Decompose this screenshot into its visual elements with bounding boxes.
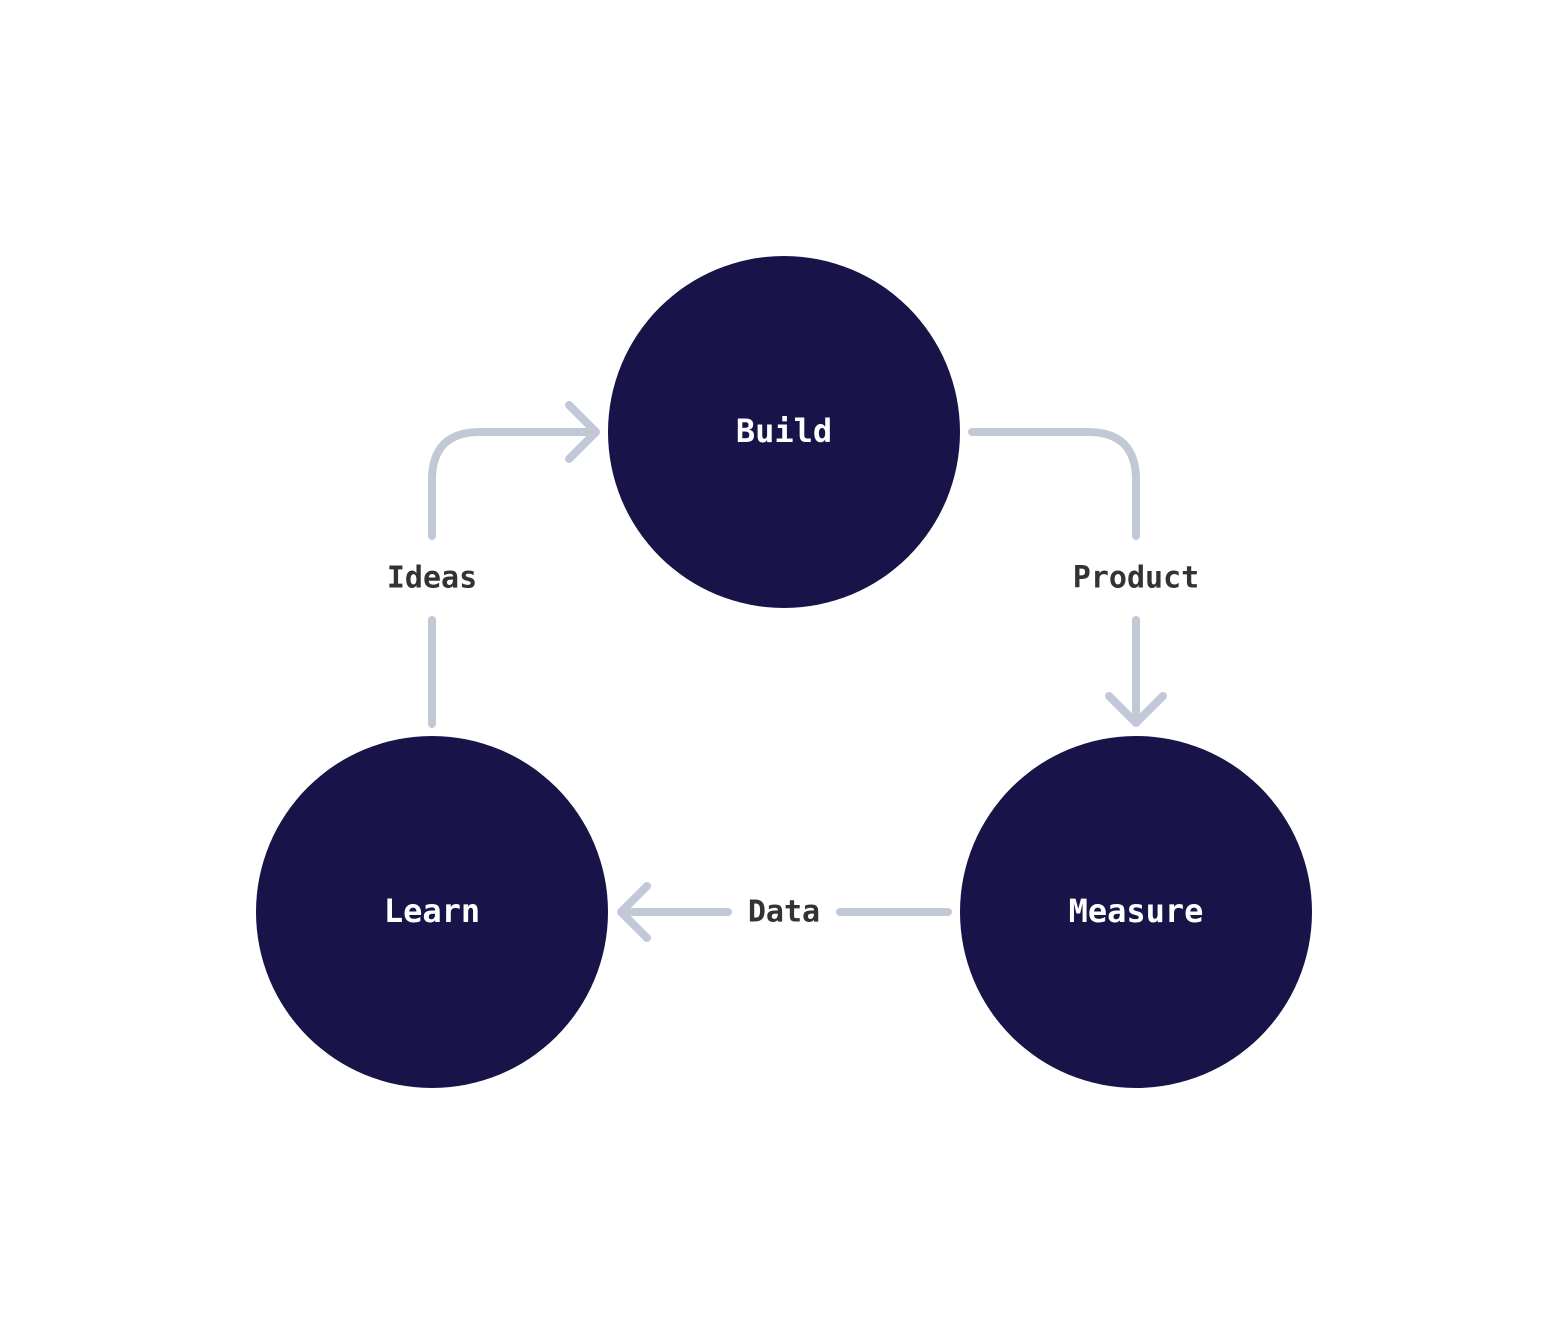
data-label: Data <box>748 895 820 930</box>
learn-node <box>256 736 608 1088</box>
ideas-label: Ideas <box>387 561 477 596</box>
product-label: Product <box>1073 561 1199 596</box>
arrow-left-icon <box>617 882 651 942</box>
arrow-down-icon <box>1105 692 1167 727</box>
learn-label: Learn <box>384 892 480 930</box>
product-connector-upper-line <box>968 428 1140 540</box>
product-connector <box>968 428 1167 727</box>
data-connector <box>617 882 952 942</box>
ideas-connector-upper-line <box>428 428 599 540</box>
build-label: Build <box>736 412 832 450</box>
arrow-right-icon <box>565 401 600 463</box>
build-node <box>608 256 960 608</box>
ideas-connector <box>428 401 600 728</box>
measure-label: Measure <box>1069 892 1204 930</box>
measure-node <box>960 736 1312 1088</box>
